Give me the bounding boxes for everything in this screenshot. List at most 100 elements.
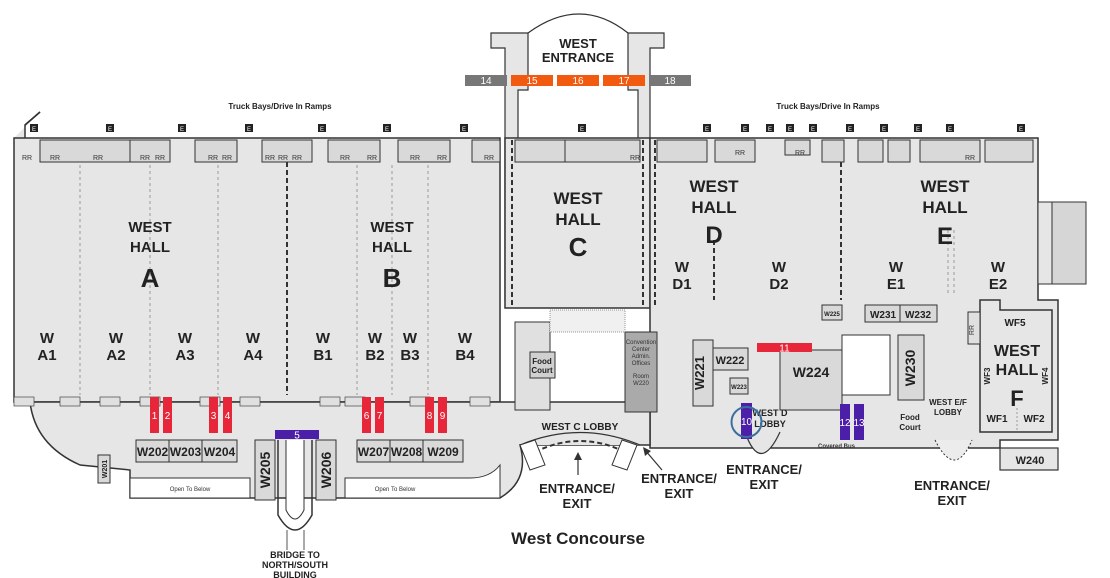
section-d2[interactable]: WD2 xyxy=(769,259,788,293)
section-e1[interactable]: WE1 xyxy=(887,259,905,293)
room-wf2[interactable]: WF2 xyxy=(1023,414,1045,425)
room-w204[interactable]: W204 xyxy=(201,439,238,463)
dock-rect[interactable] xyxy=(603,75,645,86)
dock-15[interactable]: 15 xyxy=(511,75,553,87)
marker-rect[interactable] xyxy=(275,430,319,439)
room-w208[interactable]: W208 xyxy=(389,439,424,463)
room-rect[interactable] xyxy=(315,439,337,501)
marker-6[interactable]: 6 xyxy=(362,397,371,433)
marker-7[interactable]: 7 xyxy=(375,397,384,433)
entrance-exit-1-line1[interactable]: ENTRANCE/ xyxy=(539,481,615,496)
room-w223[interactable]: W223 xyxy=(731,385,747,391)
marker-9[interactable]: 9 xyxy=(438,397,447,433)
entrance-exit-1-line2[interactable]: EXIT xyxy=(563,496,592,511)
section-a3[interactable]: WA3 xyxy=(175,330,194,364)
stairs-box xyxy=(319,396,341,407)
room-w209[interactable]: W209 xyxy=(422,439,464,463)
dock-16[interactable]: 16 xyxy=(557,75,599,87)
marker-rect[interactable] xyxy=(854,404,864,440)
section-a4[interactable]: WA4 xyxy=(243,330,263,364)
room-w232[interactable]: W232 xyxy=(905,310,932,321)
dock-14[interactable]: 14 xyxy=(465,75,507,87)
exit-letter: E xyxy=(788,127,792,133)
room-rect[interactable] xyxy=(201,439,238,463)
room-w231[interactable]: W231 xyxy=(870,310,897,321)
marker-2[interactable]: 2 xyxy=(163,397,172,433)
room-w230[interactable]: W230 xyxy=(902,350,918,387)
room-w224[interactable]: W224 xyxy=(793,364,830,380)
dock-rect[interactable] xyxy=(465,75,507,86)
marker-rect[interactable] xyxy=(209,397,218,433)
room-w240[interactable]: W240 xyxy=(1016,455,1045,467)
hall-d-label: WEST HALL D xyxy=(689,177,739,249)
marker-rect[interactable] xyxy=(150,397,159,433)
room-w205[interactable]: W205 xyxy=(254,439,276,501)
admin-line1: Convention xyxy=(626,340,656,346)
room-w201[interactable]: W201 xyxy=(97,454,111,484)
marker-13[interactable]: 13 xyxy=(853,404,865,440)
room-rect[interactable] xyxy=(254,439,276,501)
room-rect[interactable] xyxy=(97,454,111,484)
marker-rect[interactable] xyxy=(375,397,384,433)
marker-4[interactable]: 4 xyxy=(223,397,232,433)
section-a2[interactable]: WA2 xyxy=(106,330,125,364)
section-w: W xyxy=(178,330,193,347)
section-b2[interactable]: WB2 xyxy=(365,330,384,364)
marker-rect[interactable] xyxy=(741,403,752,439)
west-d-area: W221 W222 W223 W224 W225 WEST D LOBBY Co… xyxy=(692,304,856,450)
marker-rect[interactable] xyxy=(163,397,172,433)
west-entrance-label-2: ENTRANCE xyxy=(542,50,615,65)
entrance-exit-3-line1[interactable]: ENTRANCE/ xyxy=(726,462,802,477)
entrance-exit-2-line2[interactable]: EXIT xyxy=(665,486,694,501)
entrance-exit-4-line2[interactable]: EXIT xyxy=(938,493,967,508)
entrance-exit-3-line2[interactable]: EXIT xyxy=(750,477,779,492)
room-wf1[interactable]: WF1 xyxy=(986,414,1008,425)
exit-e-icon: E xyxy=(245,124,253,133)
room-w202[interactable]: W202 xyxy=(135,439,170,463)
exit-box xyxy=(786,124,794,132)
marker-rect[interactable] xyxy=(840,404,850,440)
room-wf5[interactable]: WF5 xyxy=(1004,318,1026,329)
stairs-box xyxy=(13,396,35,407)
section-b1[interactable]: WB1 xyxy=(313,330,332,364)
marker-rect[interactable] xyxy=(223,397,232,433)
service-room xyxy=(327,139,381,163)
dock-17[interactable]: 17 xyxy=(603,75,645,87)
west-ef-lobby-line1: WEST E/F xyxy=(929,398,967,407)
dock-rect[interactable] xyxy=(557,75,599,86)
room-rect[interactable] xyxy=(422,439,464,463)
room-w222[interactable]: W222 xyxy=(716,355,745,367)
dock-rect[interactable] xyxy=(511,75,553,86)
room-w221[interactable]: W221 xyxy=(692,356,707,390)
room-w206[interactable]: W206 xyxy=(315,439,337,501)
marker-3[interactable]: 3 xyxy=(209,397,218,433)
section-d1[interactable]: WD1 xyxy=(672,259,691,293)
service-room xyxy=(129,139,171,163)
room-w207[interactable]: W207 xyxy=(356,439,391,463)
hall-f-line2: HALL xyxy=(996,362,1039,379)
entrance-exit-4-line1[interactable]: ENTRANCE/ xyxy=(914,478,990,493)
marker-8[interactable]: 8 xyxy=(425,397,434,433)
marker-rect[interactable] xyxy=(362,397,371,433)
entrance-exit-2-line1[interactable]: ENTRANCE/ xyxy=(641,471,717,486)
marker-10[interactable]: 10 xyxy=(730,403,763,439)
room-w203[interactable]: W203 xyxy=(168,439,203,463)
marker-rect[interactable] xyxy=(425,397,434,433)
section-e2[interactable]: WE2 xyxy=(989,259,1007,293)
section-a1[interactable]: WA1 xyxy=(37,330,56,364)
dock-18[interactable]: 18 xyxy=(649,75,691,87)
marker-rect[interactable] xyxy=(757,343,812,352)
rr-label: RR xyxy=(965,155,975,162)
section-b4[interactable]: WB4 xyxy=(455,330,475,364)
room-wf4[interactable]: WF4 xyxy=(1041,367,1050,384)
room-wf3[interactable]: WF3 xyxy=(983,367,992,384)
marker-rect[interactable] xyxy=(438,397,447,433)
section-b3[interactable]: WB3 xyxy=(400,330,419,364)
marker-5[interactable]: 5 xyxy=(275,430,319,442)
marker-11[interactable]: 11 xyxy=(757,343,812,355)
marker-12[interactable]: 12 xyxy=(839,404,851,440)
marker-label: 1 xyxy=(152,411,158,422)
room-w225[interactable]: W225 xyxy=(824,312,840,318)
marker-1[interactable]: 1 xyxy=(150,397,159,433)
dock-rect[interactable] xyxy=(649,75,691,86)
